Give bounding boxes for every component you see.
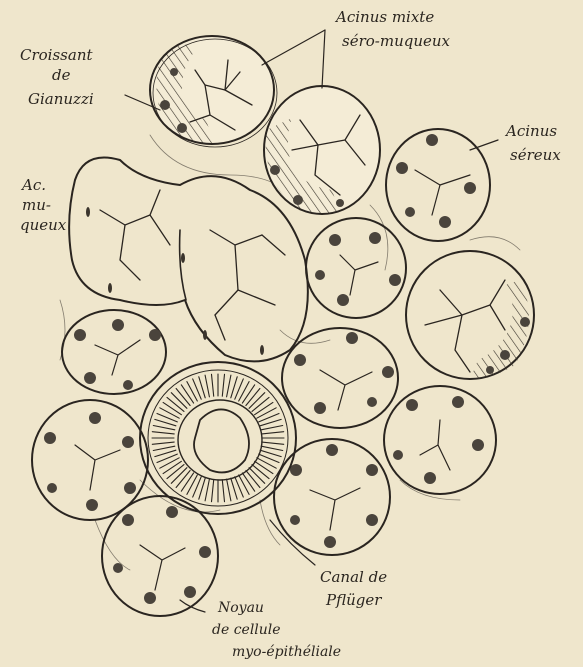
- canal-striation: [257, 458, 276, 468]
- canal-striation: [187, 382, 197, 401]
- canal-striation: [262, 442, 284, 444]
- canal-striation: [167, 465, 184, 479]
- acinus-sereux-2: [306, 218, 406, 318]
- acinus-sereux-3: [62, 310, 166, 394]
- canal-striation: [239, 475, 249, 494]
- canal-striation: [167, 397, 184, 411]
- acinus-sereux-5: [384, 386, 496, 494]
- canal-striation: [246, 389, 260, 406]
- acinus-mixte-1: [150, 36, 277, 147]
- acinus-muqueux: [69, 158, 308, 362]
- canal-striation: [242, 385, 254, 403]
- canal-striation: [163, 402, 181, 414]
- canal-striation: [257, 408, 276, 418]
- label-noyau: Noyau de cellule myo-épithéliale: [212, 600, 341, 660]
- canal-striation: [153, 446, 175, 450]
- canal-striation: [249, 468, 265, 484]
- canal-de-pfluger: [140, 362, 296, 514]
- canal-striation: [153, 426, 175, 430]
- acinus-sereux-1: [386, 129, 490, 241]
- canal-striation: [262, 432, 284, 434]
- label-ac-muqueux: Ac. mu- queux: [20, 176, 67, 234]
- canal-striation: [239, 382, 249, 401]
- canal-striation: [171, 393, 187, 409]
- canal-striation: [212, 480, 214, 502]
- canal-striation: [187, 475, 197, 494]
- canal-striation: [261, 426, 283, 430]
- acinus-muqueux-right: [406, 251, 534, 380]
- canal-striation: [255, 461, 273, 473]
- canal-striation: [181, 385, 193, 403]
- canal-striation: [205, 479, 209, 501]
- canal-striation: [176, 389, 190, 406]
- acinus-sereux-7: [274, 439, 390, 555]
- acinus-mixte-2: [264, 86, 380, 217]
- canal-striation: [252, 397, 269, 411]
- canal-striation: [181, 473, 193, 491]
- label-croissant: Croissant de Gianuzzi: [20, 46, 97, 108]
- canal-striation: [242, 473, 254, 491]
- canal-striation: [152, 432, 174, 434]
- canal-striation: [255, 402, 273, 414]
- canal-striation: [227, 479, 231, 501]
- canal-striation: [176, 471, 190, 488]
- label-acinus-mixte: Acinus mixte séro-muqueux: [334, 8, 451, 50]
- canal-striation: [261, 446, 283, 450]
- canal-striation: [160, 458, 179, 468]
- canal-striation: [212, 374, 214, 396]
- canal-striation: [222, 374, 224, 396]
- canal-striation: [222, 480, 224, 502]
- canal-striation: [205, 375, 209, 397]
- acini-sereux: [32, 129, 496, 616]
- canal-striation: [163, 461, 181, 473]
- canal-striation: [227, 375, 231, 397]
- canal-striation: [249, 393, 265, 409]
- acinus-sereux-6: [32, 400, 148, 520]
- canal-striation: [246, 471, 260, 488]
- label-acinus-sereux: Acinus séreux: [504, 122, 562, 164]
- canal-striation: [160, 408, 179, 418]
- canal-striation: [171, 468, 187, 484]
- acinus-sereux-8: [102, 496, 218, 616]
- canal-striation: [152, 442, 174, 444]
- acinus-sereux-4: [282, 328, 398, 428]
- canal-striation: [252, 465, 269, 479]
- label-canal: Canal de Pflüger: [320, 568, 392, 609]
